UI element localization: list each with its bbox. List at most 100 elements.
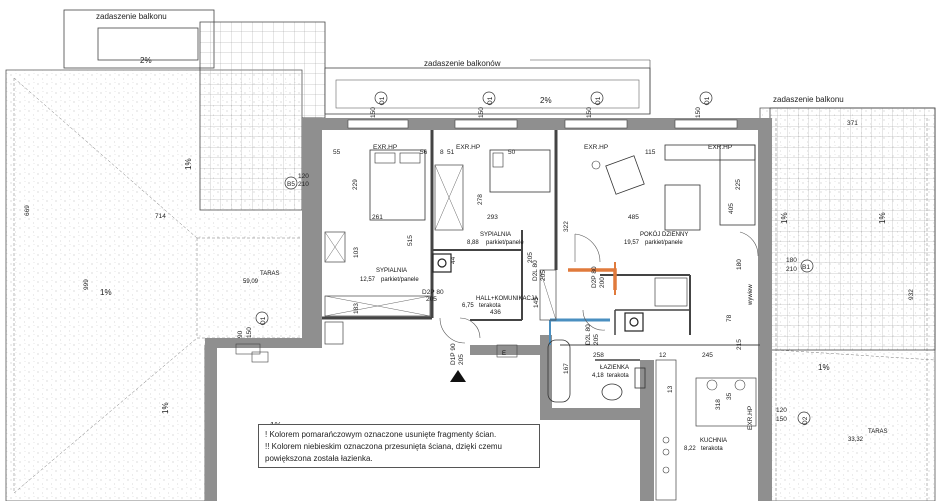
meter-mark: E — [502, 351, 506, 357]
door-size: 210 — [298, 181, 309, 188]
dim-label: 13 — [667, 385, 674, 393]
window-size: 120 — [776, 407, 787, 414]
entrance-arrow-icon — [450, 370, 466, 382]
window-size: 150 — [370, 107, 377, 118]
dim-label: 932 — [908, 289, 915, 300]
slope-label: 1% — [818, 363, 830, 372]
dim-label: 35 — [726, 392, 733, 400]
room-floor: terakota — [479, 303, 501, 309]
terrace-name: TARAS — [868, 429, 888, 435]
window-size: 150 — [586, 107, 593, 118]
dim-label: 215 — [736, 339, 743, 350]
room-area: 8,22 — [684, 446, 696, 452]
dim-label: 515 — [407, 235, 414, 246]
dim-label: 293 — [487, 214, 498, 221]
room-floor: terakota — [701, 446, 723, 452]
dim-label: 183 — [353, 303, 360, 314]
dim-label: 145 — [533, 297, 540, 308]
room-area: 4,18 — [592, 373, 604, 379]
room-name: POKÓJ DZIENNY — [640, 231, 688, 238]
dim-label: 103 — [353, 247, 360, 258]
dim-label: 55 — [333, 149, 341, 156]
window-type: EXR.HP — [584, 144, 608, 151]
dim-label: 8 — [440, 149, 444, 156]
notes-box: ! Kolorem pomarańczowym oznaczone usunię… — [258, 424, 540, 468]
door-size: D2P 80 — [422, 289, 444, 296]
room-area: 12,57 — [360, 277, 376, 283]
room-name: SYPIALNIA — [480, 232, 511, 238]
dim-label: 436 — [490, 309, 501, 316]
window-tag: O1 — [260, 316, 267, 325]
dim-label: 51 — [447, 149, 455, 156]
note-line-3: powiększona została łazienka. — [265, 454, 373, 463]
dim-label: 229 — [352, 179, 359, 190]
window-tag: O1 — [487, 96, 494, 105]
door-size: 180 — [786, 257, 797, 264]
room-name: ŁAZIENKA — [600, 365, 629, 371]
terrace-name: TARAS — [260, 271, 280, 277]
dim-label: 56 — [420, 149, 428, 156]
window-type: EXR.HP — [456, 144, 480, 151]
door-size: D2L 80 — [585, 324, 592, 345]
dim-label: 167 — [563, 363, 570, 374]
dim-label: 278 — [477, 194, 484, 205]
door-size: D2P 80 — [591, 266, 598, 288]
dim-label: 78 — [726, 314, 733, 322]
dim-label: 225 — [735, 179, 742, 190]
window-size: 90 — [237, 330, 244, 338]
slope-label: 2% — [140, 56, 152, 65]
room-area: 6,75 — [462, 303, 474, 309]
window-tag: O1 — [379, 96, 386, 105]
dim-label: 261 — [372, 214, 383, 221]
room-floor: terakota — [607, 373, 629, 379]
window-size: 150 — [695, 107, 702, 118]
window-tag: O1 — [704, 96, 711, 105]
dim-label: 371 — [847, 120, 858, 127]
door-size: D2L 80 — [532, 260, 539, 281]
dim-label: 205 — [527, 252, 534, 263]
window-size: 150 — [246, 327, 253, 338]
slope-label: 1% — [184, 158, 193, 170]
door-tag: B1 — [802, 264, 810, 271]
door-size: D1P 90 — [450, 343, 457, 365]
window-type: EXR.HP — [373, 144, 397, 151]
door-size: 205 — [458, 354, 465, 365]
room-area: 8,88 — [467, 240, 479, 246]
slope-label: 1% — [100, 288, 112, 297]
note-line-2: !! Kolorem niebieskim oznaczona przesuni… — [265, 442, 503, 451]
door-size: 120 — [298, 173, 309, 180]
slope-label: 1% — [878, 212, 887, 224]
roof-label-right: zadaszenie balkonu — [773, 95, 844, 104]
dim-label: 245 — [702, 352, 713, 359]
note-line-1: ! Kolorem pomarańczowym oznaczone usunię… — [265, 430, 497, 439]
dim-label: 258 — [593, 352, 604, 359]
door-size: 205 — [426, 296, 437, 303]
balcony-roof-top-left — [63, 9, 326, 211]
slope-label: 2% — [540, 96, 552, 105]
door-tag: B5 — [287, 181, 295, 188]
dim-label: 115 — [645, 149, 656, 156]
dim-label: 12 — [659, 352, 667, 359]
dim-label: 50 — [508, 149, 516, 156]
roof-label-top-mid: zadaszenie balkonów — [424, 59, 501, 68]
room-name: KUCHNIA — [700, 438, 727, 444]
room-name: SYPIALNIA — [376, 268, 407, 274]
door-size: 200 — [599, 277, 606, 288]
room-floor: parkiet/panele — [645, 240, 683, 246]
room-name: HALL+KOMUNIKACJA — [476, 296, 538, 302]
balcony-roof-right — [769, 107, 936, 351]
dim-label: 405 — [728, 203, 735, 214]
window-tag: O1 — [595, 96, 602, 105]
window-size: 150 — [776, 416, 787, 423]
slope-label: 1% — [780, 212, 789, 224]
window-tag: O2 — [802, 416, 809, 425]
vent-label: wywiew — [748, 284, 754, 306]
door-size: 210 — [786, 266, 797, 273]
room-floor: parkiet/panele — [381, 277, 419, 283]
balcony-roof-top-mid — [324, 59, 651, 115]
terrace-area: 33,32 — [848, 437, 864, 443]
dim-label: 999 — [83, 279, 90, 290]
dim-label: 318 — [715, 399, 722, 410]
slope-label: 1% — [161, 402, 170, 414]
window-size: 150 — [478, 107, 485, 118]
